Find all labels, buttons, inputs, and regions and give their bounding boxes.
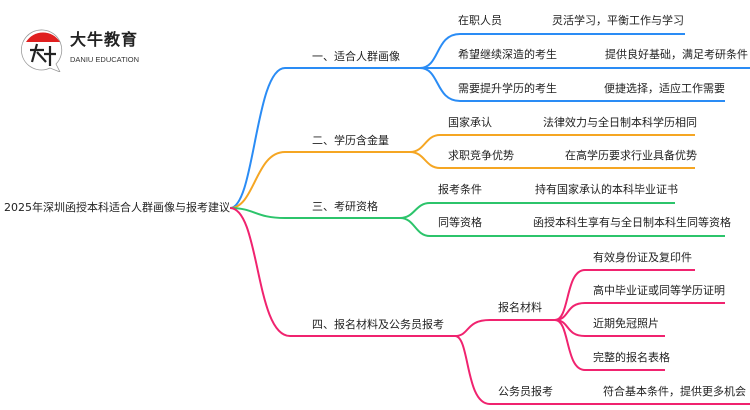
branch-1-lines	[229, 33, 750, 209]
node: 求职竞争优势	[448, 149, 514, 162]
node: 报考条件	[438, 183, 482, 196]
node: 同等资格	[438, 216, 482, 229]
node: 在职人员	[458, 14, 502, 27]
logo-subtitle: DANIU EDUCATION	[70, 55, 140, 64]
node-detail: 在高学历要求行业具备优势	[565, 149, 697, 162]
node: 希望继续深造的考生	[458, 48, 557, 61]
logo-mark-icon	[21, 29, 63, 73]
logo-title: 大牛教育	[70, 30, 139, 49]
node-detail: 持有国家承认的本科毕业证书	[535, 183, 678, 196]
node-detail: 便捷选择，适应工作需要	[604, 82, 725, 95]
node-item: 近期免冠照片	[593, 317, 659, 330]
branch-4-lines	[229, 207, 750, 405]
branch-2-label: 二、学历含金量	[312, 134, 389, 147]
logo	[20, 28, 66, 73]
node-item: 高中毕业证或同等学历证明	[593, 284, 725, 297]
branch-3-lines	[229, 202, 725, 237]
node: 公务员报考	[498, 385, 553, 398]
node-item: 有效身份证及复印件	[593, 251, 692, 264]
node: 报名材料	[498, 301, 542, 314]
node: 需要提升学历的考生	[458, 82, 557, 95]
root-node: 2025年深圳函授本科适合人群画像与报考建议	[4, 201, 230, 214]
node: 国家承认	[448, 116, 492, 129]
branch-3-label: 三、考研资格	[312, 200, 378, 213]
node-detail: 函授本科生享有与全日制本科生同等资格	[533, 216, 731, 229]
branch-4-label: 四、报名材料及公务员报考	[312, 318, 444, 331]
branch-1-label: 一、适合人群画像	[312, 50, 400, 63]
node-item: 完整的报名表格	[593, 351, 670, 364]
node-detail: 提供良好基础，满足考研条件	[605, 48, 748, 61]
node-detail: 法律效力与全日制本科学历相同	[543, 116, 697, 129]
node-detail: 灵活学习，平衡工作与学习	[552, 14, 684, 27]
node-detail: 符合基本条件，提供更多机会	[603, 385, 746, 398]
branch-2-lines	[229, 134, 695, 209]
